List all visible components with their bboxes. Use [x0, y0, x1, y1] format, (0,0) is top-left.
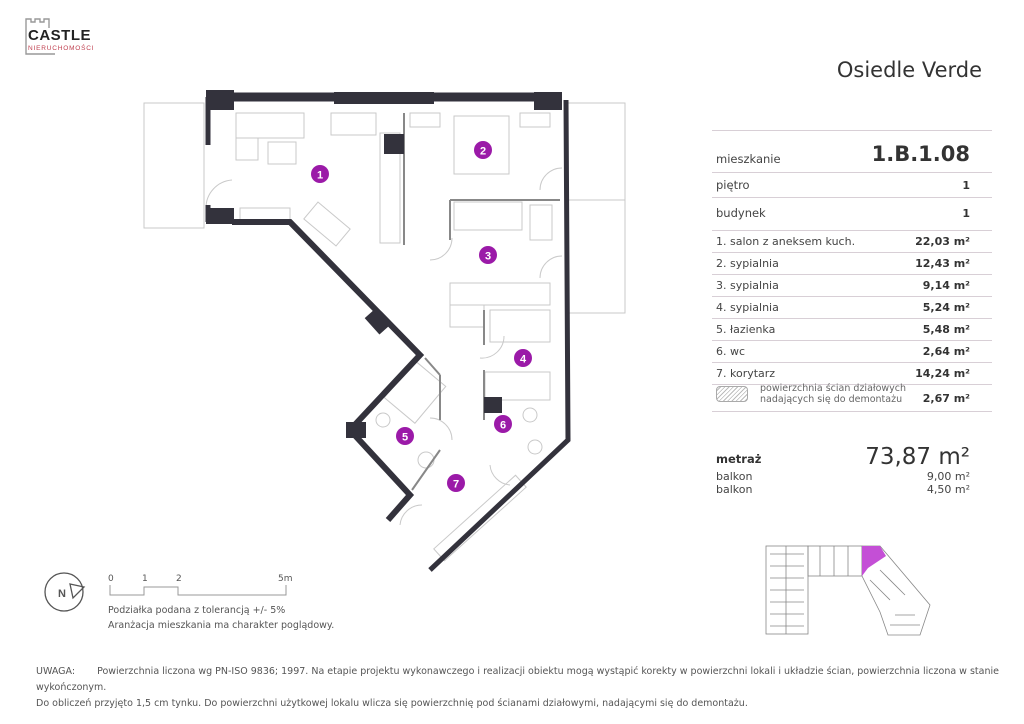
svg-text:5: 5 — [402, 432, 408, 444]
svg-text:4: 4 — [520, 354, 527, 366]
hatch-swatch-icon — [716, 386, 748, 402]
building-row: budynek 1 — [712, 197, 992, 230]
footer-line2: Do obliczeń przyjęto 1,5 cm tynku. Do po… — [36, 698, 748, 709]
total-area-label: metraż — [716, 452, 762, 466]
room-label: 3. sypialnia — [716, 279, 779, 292]
room-area: 5,24 m² — [922, 301, 970, 314]
room-area: 5,48 m² — [922, 323, 970, 336]
room-row: 6. wc 2,64 m² — [712, 340, 992, 362]
room-area: 9,14 m² — [922, 279, 970, 292]
svg-text:2: 2 — [480, 146, 486, 158]
room-badge-7: 7 — [447, 474, 465, 492]
room-row: 1. salon z aneksem kuch. 22,03 m² — [712, 230, 992, 252]
building-value: 1 — [962, 207, 970, 220]
north-compass-icon: N — [44, 572, 86, 612]
balcony-label: balkon — [716, 470, 753, 483]
apartment-row: mieszkanie 1.B.1.08 — [712, 130, 992, 172]
svg-text:0: 0 — [108, 574, 114, 584]
legend-line1: powierzchnia ścian działowych — [760, 383, 907, 394]
footer-label: UWAGA: — [36, 666, 76, 677]
highlighted-apartment — [862, 546, 886, 576]
floor-label: piętro — [716, 178, 750, 192]
scale-legend: N 0 1 2 5m Podziałka podana z tolerancją… — [40, 565, 360, 635]
legend-area: 2,67 m² — [922, 392, 970, 405]
svg-text:1: 1 — [142, 574, 148, 584]
apartment-info-table: mieszkanie 1.B.1.08 piętro 1 budynek 1 1… — [712, 130, 992, 412]
svg-text:7: 7 — [453, 479, 459, 491]
svg-text:2: 2 — [176, 574, 182, 584]
svg-text:N: N — [58, 588, 66, 600]
room-badge-4: 4 — [514, 349, 532, 367]
room-badge-2: 2 — [474, 141, 492, 159]
logo-subtitle: NIERUCHOMOŚCI — [28, 45, 95, 52]
company-logo: CASTLE NIERUCHOMOŚCI — [24, 18, 100, 55]
balcony-right — [567, 102, 626, 314]
room-label: 6. wc — [716, 345, 746, 358]
floor-row: piętro 1 — [712, 172, 992, 197]
room-row: 3. sypialnia 9,14 m² — [712, 274, 992, 296]
room-label: 5. łazienka — [716, 323, 776, 336]
svg-text:5m: 5m — [278, 574, 293, 584]
floor-value: 1 — [962, 179, 970, 192]
balcony-label: balkon — [716, 483, 753, 496]
room-badge-1: 1 — [311, 165, 329, 183]
legend-line2: nadających się do demontażu — [760, 394, 903, 405]
arrangement-note: Aranżacja mieszkania ma charakter pogląd… — [108, 620, 335, 631]
room-area: 22,03 m² — [915, 235, 970, 248]
room-area: 2,64 m² — [922, 345, 970, 358]
room-badge-3: 3 — [479, 246, 497, 264]
logo-name: CASTLE — [28, 27, 91, 44]
room-badges: 1 2 3 4 5 6 7 — [311, 141, 532, 492]
room-badge-5: 5 — [396, 427, 414, 445]
svg-text:1: 1 — [317, 170, 323, 182]
room-label: 4. sypialnia — [716, 301, 779, 314]
scale-tolerance-note: Podziałka podana z tolerancją +/- 5% — [108, 605, 286, 616]
room-label: 7. korytarz — [716, 367, 776, 380]
balcony-area: 9,00 m² — [926, 470, 970, 483]
svg-text:3: 3 — [485, 251, 491, 263]
room-row: 4. sypialnia 5,24 m² — [712, 296, 992, 318]
apartment-number: 1.B.1.08 — [871, 142, 970, 166]
estate-title: Osiedle Verde — [836, 58, 982, 82]
room-row: 2. sypialnia 12,43 m² — [712, 252, 992, 274]
total-area-value: 73,87 m² — [865, 444, 970, 470]
building-key-plan — [765, 545, 931, 636]
room-badge-6: 6 — [494, 415, 512, 433]
building-label: budynek — [716, 206, 766, 220]
room-row: 5. łazienka 5,48 m² — [712, 318, 992, 340]
apartment-label: mieszkanie — [716, 152, 781, 166]
castle-icon — [25, 18, 55, 55]
room-label: 2. sypialnia — [716, 257, 779, 270]
room-row: 7. korytarz 14,24 m² — [712, 362, 992, 384]
room-area: 14,24 m² — [915, 367, 970, 380]
totals: metraż 73,87 m² balkon 9,00 m² balkon 4,50… — [712, 444, 992, 496]
footer-line1: Powierzchnia liczona wg PN-ISO 9836; 199… — [36, 666, 999, 693]
balcony-left — [143, 102, 205, 229]
svg-text:6: 6 — [500, 420, 506, 432]
balcony-area: 4,50 m² — [926, 483, 970, 496]
scale-bar: 0 1 2 5m — [108, 574, 293, 596]
footer-disclaimer: UWAGA:Powierzchnia liczona wg PN-ISO 983… — [36, 664, 1016, 712]
room-label: 1. salon z aneksem kuch. — [716, 235, 856, 248]
room-area: 12,43 m² — [915, 257, 970, 270]
floor-plan: 1 2 3 4 5 6 7 — [143, 90, 626, 572]
